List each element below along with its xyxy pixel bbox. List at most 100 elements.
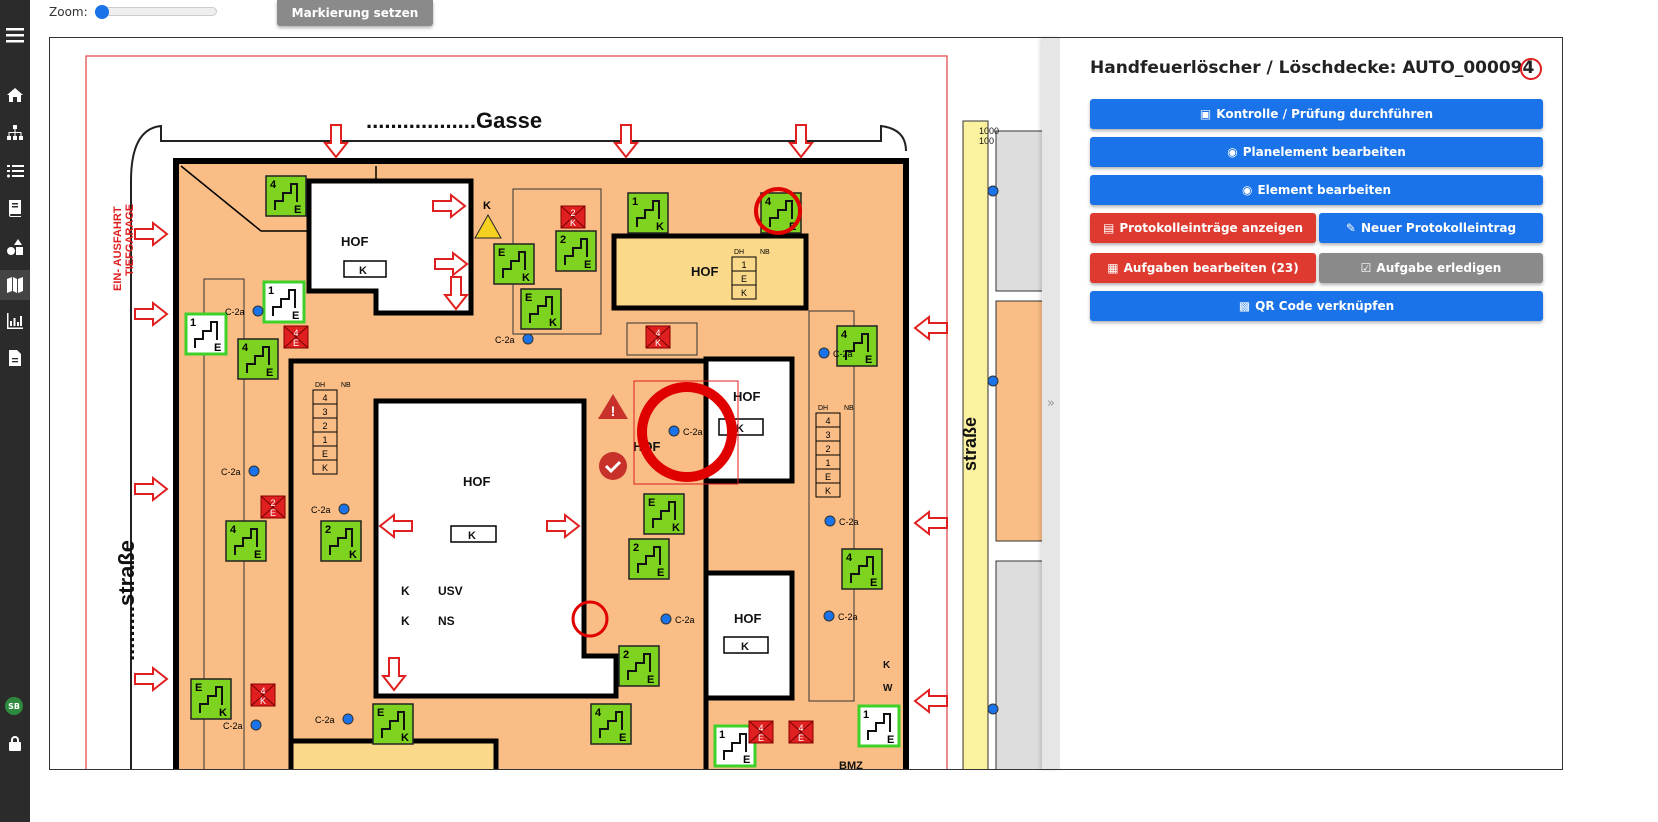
escape-sign[interactable]: 2E (628, 538, 670, 580)
extinguisher-marker[interactable] (987, 375, 999, 387)
hazard-markers[interactable]: K ! (474, 187, 802, 638)
escape-sign[interactable]: 4E (225, 520, 267, 562)
extinguisher-marker[interactable]: C-2a (668, 425, 703, 437)
escape-sign[interactable]: 1E (857, 704, 901, 748)
extinguisher-marker[interactable]: C-2a (311, 503, 350, 515)
fire-door-sign[interactable]: 2E (260, 495, 286, 519)
edit-element-button[interactable]: ◉Element bearbeiten (1090, 175, 1543, 205)
link-qr-button[interactable]: ▩QR Code verknüpfen (1090, 291, 1543, 321)
check-circle-icon[interactable] (599, 452, 627, 480)
floor-plan[interactable]: ..................Gasse .........straße … (50, 38, 1563, 770)
escape-sign[interactable]: 4E (590, 703, 632, 745)
extinguisher-marker[interactable]: C-2a (315, 713, 354, 725)
escape-sign[interactable]: EK (643, 493, 685, 535)
sign-label: E (214, 342, 221, 354)
home-icon[interactable] (0, 80, 30, 110)
complete-task-button[interactable]: ☑Aufgabe erledigen (1319, 253, 1543, 283)
extinguisher-marker[interactable]: C-2a (221, 465, 260, 477)
avatar[interactable]: SB (5, 697, 23, 715)
extinguisher-marker[interactable]: C-2a (225, 305, 264, 317)
escape-sign[interactable]: 1K (627, 192, 669, 234)
sidebar: SB (0, 0, 30, 822)
k-label: K (483, 200, 491, 212)
escape-sign[interactable]: 4E (836, 325, 878, 367)
escape-sign[interactable]: 4E (841, 548, 883, 590)
extinguisher-markers[interactable]: C-2aC-2aC-2aC-2aC-2aC-2aC-2aC-2aC-2aC-2a… (221, 185, 999, 731)
selection-box (633, 380, 739, 485)
fire-door-sign[interactable]: 4K (250, 683, 276, 707)
chart-icon[interactable] (0, 306, 30, 336)
hof-label: HOF (733, 389, 761, 404)
extinguisher-marker[interactable]: C-2a (660, 613, 695, 625)
book-icon: ▤ (1102, 221, 1115, 235)
sign-label: E (865, 354, 872, 366)
selected-marker[interactable] (637, 382, 737, 482)
zoom-slider[interactable] (95, 5, 217, 19)
fire-door-sign[interactable]: 4E (788, 720, 814, 744)
lock-icon[interactable] (0, 728, 30, 758)
escape-sign[interactable]: 2K (320, 520, 362, 562)
extinguisher-marker[interactable] (987, 703, 999, 715)
escape-sign[interactable]: EK (190, 678, 232, 720)
checklist-icon[interactable] (0, 156, 30, 186)
sign-label: 2 (270, 498, 275, 508)
extinguisher-marker[interactable]: C-2a (823, 610, 858, 622)
escape-sign[interactable]: 1E (262, 280, 306, 324)
svg-text:!: ! (611, 403, 616, 419)
inspect-button[interactable]: ▣Kontrolle / Prüfung durchführen (1090, 99, 1543, 129)
extinguisher-marker[interactable] (987, 185, 999, 197)
button-label: Protokolleinträge anzeigen (1119, 221, 1303, 235)
alert-icon[interactable] (598, 394, 628, 419)
escape-sign[interactable]: 1E (713, 724, 757, 768)
fire-door-sign[interactable]: 2K (560, 205, 586, 229)
fire-door-sign[interactable]: 4E (283, 325, 309, 349)
pencil-icon: ✎ (1345, 221, 1356, 235)
escape-sign[interactable]: EK (372, 703, 414, 745)
panel-collapse-toggle[interactable]: » (1042, 38, 1060, 769)
escape-sign[interactable]: EK (520, 288, 562, 330)
escape-sign[interactable]: 4E (265, 175, 307, 217)
plan-labels: ..................Gasse .........straße … (112, 108, 999, 769)
sign-label: 4 (798, 723, 803, 733)
menu-icon[interactable] (0, 20, 30, 50)
shapes-icon[interactable] (0, 232, 30, 262)
new-log-button[interactable]: ✎Neuer Protokolleintrag (1319, 213, 1543, 243)
marker-circle[interactable] (754, 187, 802, 235)
stair-level: E (322, 449, 328, 459)
sign-label: E (266, 367, 273, 379)
escape-arrow-icon (134, 665, 169, 693)
edit-tasks-button[interactable]: ▦Aufgaben bearbeiten (23) (1090, 253, 1316, 283)
zoom-slider-handle[interactable] (95, 5, 109, 19)
sign-label: E (870, 577, 877, 589)
fire-door-sign[interactable]: 4K (645, 325, 671, 349)
hierarchy-icon[interactable] (0, 118, 30, 148)
k-label: K (741, 641, 749, 653)
stair-level: 1 (741, 260, 746, 270)
k-label: K (401, 614, 410, 628)
show-log-button[interactable]: ▤ Protokolleinträge anzeigen (1090, 213, 1316, 243)
sign-label: 4 (242, 342, 249, 354)
edit-plan-element-button[interactable]: ◉Planelement bearbeiten (1090, 137, 1543, 167)
sign-label: 4 (270, 179, 277, 191)
escape-sign[interactable]: 2E (555, 230, 597, 272)
escape-sign[interactable]: EK (493, 243, 535, 285)
set-marker-button[interactable]: Markierung setzen (277, 0, 433, 26)
marker-circle[interactable] (571, 600, 609, 638)
extinguisher-marker[interactable]: C-2a (818, 347, 853, 359)
escape-sign[interactable]: 2E (618, 645, 660, 687)
sign-label: E (270, 508, 276, 518)
extinguisher-label: C-2a (838, 612, 858, 622)
sign-label: E (377, 707, 384, 719)
extinguisher-marker[interactable]: C-2a (495, 333, 534, 345)
escape-sign[interactable]: 4E (237, 338, 279, 380)
document-icon[interactable] (0, 343, 30, 373)
book-icon[interactable] (0, 193, 30, 223)
clipboard-check-icon: ▣ (1199, 107, 1212, 121)
valve-label: K (883, 660, 891, 671)
stair-level: 1 (825, 458, 830, 468)
extinguisher-marker[interactable]: C-2a (824, 515, 859, 527)
map-icon[interactable] (0, 270, 30, 300)
escape-sign[interactable]: 1E (184, 312, 228, 356)
extinguisher-marker[interactable]: C-2a (223, 719, 262, 731)
fire-door-sign[interactable]: 4E (748, 720, 774, 744)
